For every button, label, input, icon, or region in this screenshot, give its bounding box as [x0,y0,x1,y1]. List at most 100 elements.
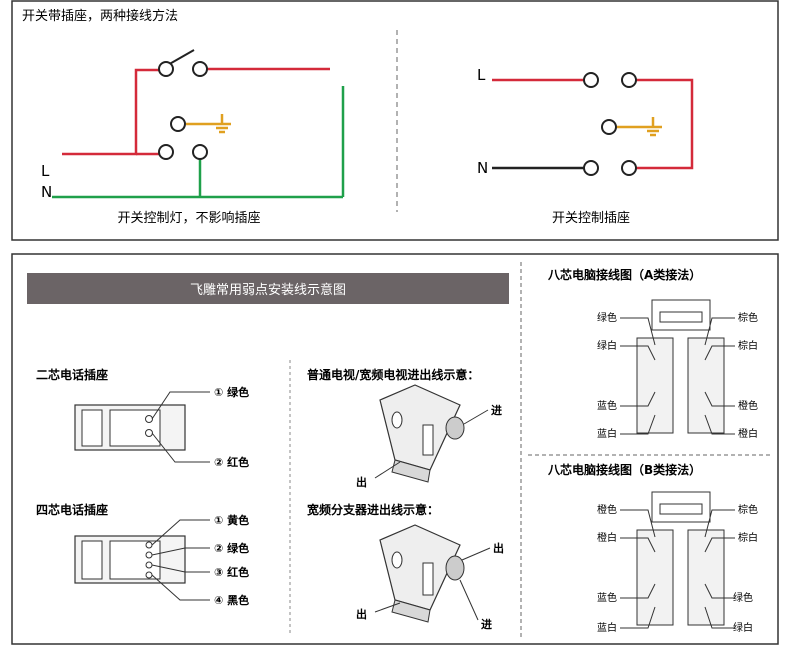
socket-terminal-n [192,144,208,160]
switch-terminal-1 [158,61,174,77]
splitter-clamp [422,562,434,596]
r-terminal-2 [621,72,637,88]
b-left-label-1: 橙色 [597,503,617,516]
b-right-label-4: 绿白 [733,621,753,634]
splitter-module-base [391,599,431,623]
b-left-label-4: 蓝白 [597,621,617,634]
pin4-4 [145,571,153,579]
splitter-connector [445,555,465,581]
top-panel-title: 开关带插座，两种接线方法 [22,8,178,24]
b-scheme-diagram: 八芯电脑接线图（B类接法） 橙色 橙白 蓝色 蓝白 棕色 棕白 绿色 绿白 [547,462,758,634]
switch-lamp-diagram: L N 开关控制灯，不影响插座 [41,49,345,226]
label-l-right: L [477,66,486,84]
tv-in-leader [463,409,489,425]
top-panel-frame [11,0,779,241]
r-earth-terminal [601,119,617,135]
b-right-label-2: 棕白 [738,531,758,544]
socket-port-4 [109,540,161,580]
a-jack-slot [659,311,703,323]
four-core-title: 四芯电话插座 [36,502,108,517]
splitter-diagram: 宽频分支器进出线示意： 出 进 出 [306,502,504,631]
b-block-left [636,529,674,626]
live-loop-right [636,78,694,170]
caption-right: 开关控制插座 [552,211,630,226]
tv-clamp [422,424,434,456]
b-right-label-1: 棕色 [738,503,758,516]
caption-left: 开关控制灯，不影响插座 [117,210,260,226]
b-right-label-3: 绿色 [733,591,753,604]
r-terminal-4 [621,160,637,176]
banner-title: 飞雕常用弱点安装线示意图 [190,282,346,298]
splitter-out-label: 出 [356,607,367,621]
a-left-label-4: 蓝白 [597,427,617,440]
earth-terminal [170,116,186,132]
earth-icon-right [644,117,662,137]
leader4-1 [151,519,210,546]
b-left-label-3: 蓝色 [597,591,617,604]
socket-tab [81,409,103,447]
splitter-in-leader [459,579,479,621]
b-scheme-title: 八芯电脑接线图（B类接法） [547,462,701,477]
a-left-label-2: 绿白 [597,339,617,352]
tv-module-base [391,459,431,483]
pin-2 [145,429,153,437]
splitter-in-label: 进 [481,617,492,631]
splitter-title: 宽频分支器进出线示意： [306,502,439,517]
splitter-hole [391,551,403,569]
a-left-label-1: 绿色 [597,311,617,324]
a-right-label-2: 棕白 [738,339,758,352]
a-right-label-1: 棕色 [738,311,758,324]
switch-socket-diagram: L N 开关控制插座 [477,66,694,226]
leader-2 [151,432,210,463]
label-n-left: N [41,183,52,201]
b-left-label-2: 橙白 [597,531,617,544]
tv-hole [391,411,403,429]
tv-in-label: 进 [491,403,502,417]
a-right-label-3: 橙色 [738,399,758,412]
label-l-left: L [41,162,50,180]
socket-tab-4 [81,540,103,580]
splitter-module [379,524,461,611]
splitter-leader-top [461,547,491,561]
four-core-label-2: ② 绿色 [214,541,249,555]
socket-port [109,409,161,447]
tv-socket-diagram: 普通电视/宽频电视进出线示意： 进 出 [307,367,502,489]
r-terminal-3 [583,160,599,176]
two-core-phone-socket: 二芯电话插座 ① 绿色 ② 红色 [36,367,249,469]
four-core-label-1: ① 黄色 [214,513,249,527]
bottom-panel-frame [11,253,779,645]
a-scheme-diagram: 八芯电脑接线图（A类接法） 绿色 绿白 蓝色 蓝白 棕色 棕白 橙色 橙白 [547,267,758,440]
two-core-label-1: ① 绿色 [214,385,249,399]
four-core-label-3: ③ 红色 [214,565,249,579]
b-jack-slot [659,503,703,515]
a-left-label-3: 蓝色 [597,399,617,412]
splitter-out-label-top: 出 [493,541,504,555]
four-core-label-4: ④ 黑色 [214,593,249,607]
splitter-out-leader [374,602,401,613]
pin4-1 [145,541,153,549]
tv-out-leader [374,461,401,479]
tv-title: 普通电视/宽频电视进出线示意： [307,367,479,382]
a-block-left [636,337,674,434]
pin-1 [145,415,153,423]
leader4-2 [151,547,210,556]
two-core-label-2: ② 红色 [214,455,249,469]
live-wire-left [62,68,161,156]
a-right-label-4: 橙白 [738,427,758,440]
socket-terminal-l [158,144,174,160]
label-n-right: N [477,159,488,177]
a-scheme-title: 八芯电脑接线图（A类接法） [547,267,701,282]
r-terminal-1 [583,72,599,88]
tv-out-label: 出 [356,475,367,489]
tv-connector [445,416,465,440]
b-leaders [620,509,735,629]
pin4-3 [145,561,153,569]
pin4-2 [145,551,153,559]
leader-1 [151,391,210,420]
a-leaders [620,317,735,435]
banner [27,273,509,304]
switch-terminal-2 [192,61,208,77]
earth-icon [213,114,231,134]
leader4-3 [151,564,210,573]
